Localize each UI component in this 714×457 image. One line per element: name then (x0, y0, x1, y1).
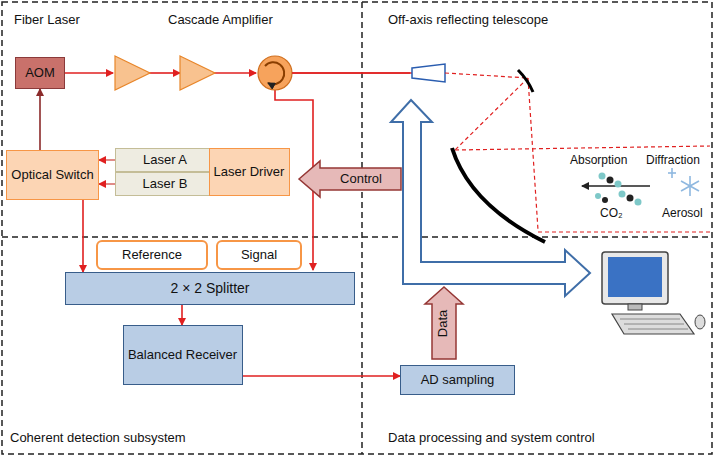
splitter-box: 2 × 2 Splitter (65, 272, 355, 305)
primary-mirror (452, 148, 545, 242)
signal-arrow (82, 200, 84, 272)
circulator-arrow (265, 62, 284, 84)
control-arrow: Control (298, 160, 402, 198)
data-flow-arrow (391, 100, 590, 296)
driver-box: Laser Driver (209, 148, 290, 196)
port-box: Reference (96, 240, 208, 270)
laser-box: Laser A (115, 148, 215, 172)
molecule-symbol (595, 173, 642, 206)
signal-arrow (243, 375, 401, 377)
node-text: Signal (241, 248, 277, 263)
node-text: Laser A (143, 153, 187, 168)
node-text: AD sampling (421, 373, 495, 388)
beam-line (65, 73, 410, 270)
text-label: Data processing and system control (388, 430, 595, 445)
text-label: Coherent detection subsystem (10, 430, 186, 445)
node-text: Optical Switch (11, 168, 93, 183)
node-text: AOM (25, 66, 55, 81)
receiver-box: Balanced Receiver (123, 325, 243, 385)
optical-ray (445, 73, 710, 232)
computer-icon (602, 252, 705, 334)
beam-line (292, 72, 412, 74)
circulator-symbol (258, 56, 292, 90)
aerosol-symbol (668, 168, 699, 196)
amplifier-symbol (180, 56, 215, 90)
secondary-mirror (518, 70, 533, 92)
signal-arrow (99, 159, 115, 161)
modulator-box: AOM (15, 57, 65, 89)
node-text: Data (437, 309, 452, 336)
text-label: Cascade Amplifier (168, 12, 273, 27)
signal-arrow (181, 305, 183, 325)
port-box: Signal (216, 240, 302, 270)
signal-arrow (39, 89, 41, 150)
switch-box: Optical Switch (6, 150, 99, 200)
divider (361, 2, 363, 454)
text-label: Absorption (570, 153, 627, 167)
node-text: Laser B (143, 177, 188, 192)
node-text: 2 × 2 Splitter (171, 280, 250, 296)
amplifier-symbol (115, 56, 150, 90)
data-arrow: Data (424, 286, 464, 360)
node-text: Balanced Receiver (128, 348, 237, 363)
node-text: Control (340, 172, 382, 187)
text-label: Off-axis reflecting telescope (388, 12, 548, 27)
text-label: CO₂ (600, 206, 623, 220)
laser-box: Laser B (115, 172, 215, 196)
node-text: Reference (122, 248, 182, 263)
node-text: Laser Driver (214, 165, 285, 180)
divider (2, 236, 712, 238)
lens-symbol (412, 64, 445, 82)
sampling-box: AD sampling (400, 365, 515, 395)
signal-arrow (99, 183, 115, 185)
text-label: Aerosol (662, 206, 703, 220)
text-label: Fiber Laser (14, 12, 80, 27)
text-label: Diffraction (646, 153, 700, 167)
